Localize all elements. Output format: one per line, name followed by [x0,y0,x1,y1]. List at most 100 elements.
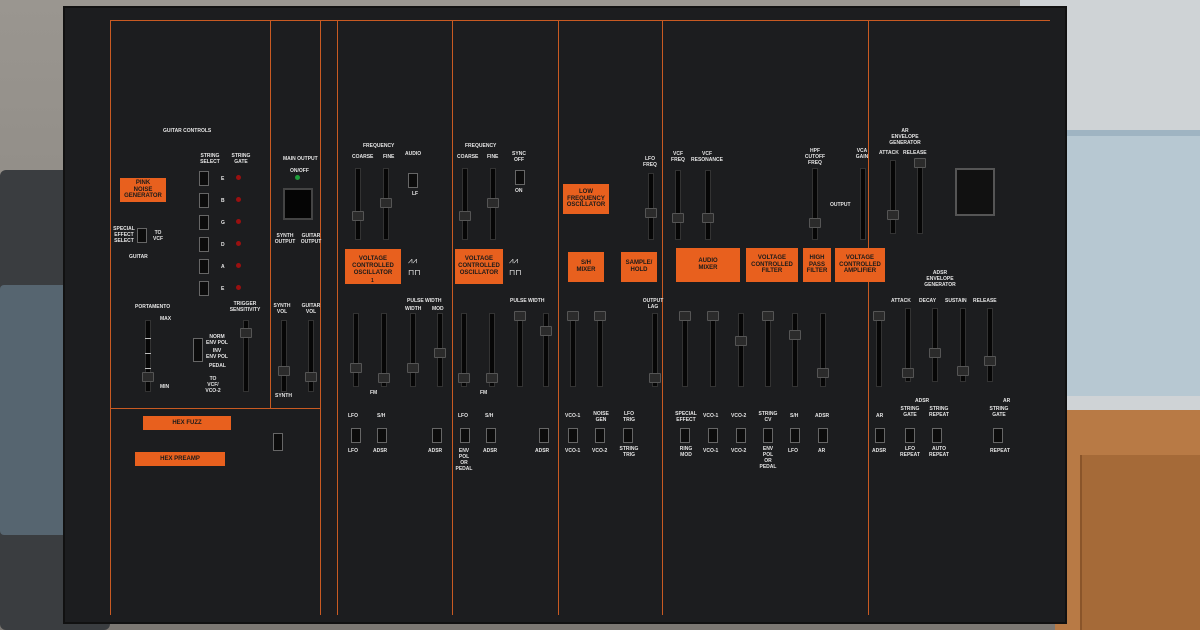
sh-noise-slider[interactable] [594,311,606,321]
mixer-vco2-slider[interactable] [735,336,747,346]
output-label: OUTPUT [830,202,851,208]
vco1-fm-switch-a[interactable] [351,428,361,443]
sh-trigger-switch[interactable] [623,428,633,443]
ar-release-slider[interactable] [914,158,926,168]
vco1-mod-slider[interactable] [434,348,446,358]
vco2-fm2-slider[interactable] [486,373,498,383]
vco1-coarse-slider[interactable] [352,211,364,221]
guitar-output-label: GUITAR OUTPUT [300,233,322,245]
mixer-vco1-label: VCO-1 [703,413,719,419]
vcf-mod-switch[interactable] [790,428,800,443]
mixer-ring-switch[interactable] [680,428,690,443]
string-trig-label: STRING TRIG [619,446,639,458]
main-output-label: MAIN OUTPUT [283,156,318,162]
vco1-fine-slider[interactable] [380,198,392,208]
vco1-fm-switch-b[interactable] [377,428,387,443]
mixer-vco2-switch[interactable] [736,428,746,443]
string-select-switch-e2[interactable] [199,281,209,296]
portamento-max-label: MAX [160,316,172,322]
adsr-trigger-switch[interactable] [905,428,915,443]
vco1-fm2-slider[interactable] [378,373,390,383]
output-lag-slider[interactable] [649,373,661,383]
vcf-resonance-slider[interactable] [702,213,714,223]
vco2-pulse-icon: ⊓⊓ [509,268,522,277]
vcf-adsr-slider[interactable] [817,368,829,378]
mixer-vco1b-label: VCO-1 [703,448,719,454]
hpf-cutoff-slider[interactable] [809,218,821,228]
vca-env-switch[interactable] [875,428,885,443]
adsr-attack-slider[interactable] [902,368,914,378]
ar-trigger-switch[interactable] [993,428,1003,443]
hex-select-switch[interactable] [273,433,283,451]
sh-source-switch-a[interactable] [568,428,578,443]
divider-1 [270,20,271,408]
vco2-sync-switch[interactable] [515,170,525,185]
mixer-special-slider[interactable] [679,311,691,321]
vco2-fm-label: FM [480,390,488,396]
string-gate-label: STRING GATE [231,153,251,165]
vco2-pw-switch[interactable] [539,428,549,443]
guitar-controls-label: GUITAR CONTROLS [163,128,212,134]
vco1-fm1-slider[interactable] [350,363,362,373]
vco2-fm-switch-a[interactable] [460,428,470,443]
mixer-vco1-slider[interactable] [707,311,719,321]
vco2-fm-switch-b[interactable] [486,428,496,443]
adsr-decay-slider[interactable] [929,348,941,358]
vco2-coarse-slider[interactable] [459,211,471,221]
hpf-cutoff-label: HPF CUTOFF FREQ [804,148,826,166]
vco2-frequency-label: FREQUENCY [465,143,497,149]
vco2-fine-slider[interactable] [487,198,499,208]
special-effect-switch[interactable] [137,228,147,243]
ring-mod-label: RING MOD [679,446,693,458]
synth-vol-slider[interactable] [278,366,290,376]
adsr-release-slider[interactable] [984,356,996,366]
sh-vco1-slider[interactable] [567,311,579,321]
vcf-env-switch[interactable] [818,428,828,443]
vco2-fm2-slot [489,313,495,387]
power-switch[interactable] [283,188,313,220]
sh-source-switch-b[interactable] [595,428,605,443]
vco2-mod-slider[interactable] [540,326,552,336]
vco1-audio-lf-switch[interactable] [408,173,418,188]
vcf-sh-slider[interactable] [789,330,801,340]
mixer-vco1-slot [710,313,716,387]
string-select-switch-e1[interactable] [199,171,209,186]
vco1-mod-label: MOD [432,306,444,312]
env-pol-switch[interactable] [193,338,203,362]
adsr-repeat-switch[interactable] [932,428,942,443]
mixer-vco1-switch[interactable] [708,428,718,443]
vco1-width-slider[interactable] [407,363,419,373]
string-select-switch-b[interactable] [199,193,209,208]
vcf-freq-slider[interactable] [672,213,684,223]
portamento-label: PORTAMENTO [135,304,171,310]
ar-attack-slider[interactable] [887,210,899,220]
power-switch-rocker[interactable] [955,168,995,216]
vcf-adsr-label: ADSR [815,413,830,419]
inv-env-pol-label: INV ENV POL [206,348,228,360]
vcf-cv-switch[interactable] [763,428,773,443]
vca-ar-slider[interactable] [873,311,885,321]
adsr-sustain-slider[interactable] [957,366,969,376]
vcf-string-cv-slider[interactable] [762,311,774,321]
string-select-switch-g[interactable] [199,215,209,230]
synth-panel: GUITAR CONTROLS STRING SELECT STRING GAT… [65,8,1065,622]
output-lag-label: OUTPUT LAG [642,298,664,310]
to-vcf-vco2-label: TO VCF/ VCO-2 [205,376,221,394]
string-gate-led-a [236,263,241,268]
string-select-switch-a[interactable] [199,259,209,274]
vco1-pw-switch[interactable] [432,428,442,443]
divider-2 [320,20,321,615]
guitar-vol-slider[interactable] [305,372,317,382]
string-select-switch-d[interactable] [199,237,209,252]
hpf-box: HIGH PASS FILTER [803,248,831,282]
mixer-vco2-label: VCO-2 [731,413,747,419]
divider-4 [452,20,453,615]
trigger-sensitivity-slider[interactable] [240,328,252,338]
vco2-fm1-slider[interactable] [458,373,470,383]
vco2-width-slider[interactable] [514,311,526,321]
lfo-freq-slider[interactable] [645,208,657,218]
portamento-slider[interactable] [142,372,154,382]
mixer-vco2-slot [738,313,744,387]
chair-back [0,285,75,535]
frame-hex-top [110,408,320,409]
